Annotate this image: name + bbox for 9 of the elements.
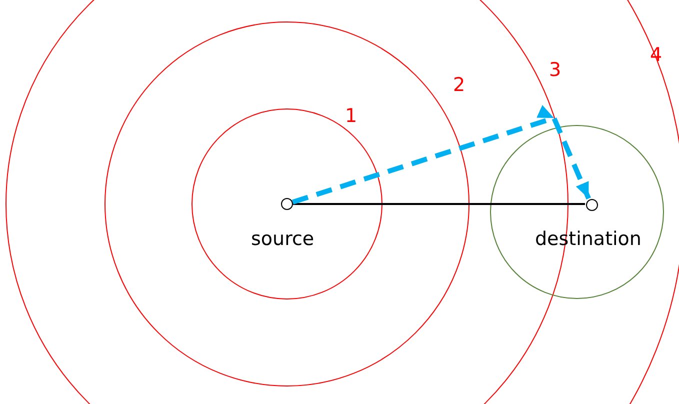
source-point	[281, 198, 293, 210]
ring-number: 1	[345, 105, 358, 127]
connector-line	[293, 203, 585, 205]
ring-number: 2	[453, 74, 466, 96]
arrow	[292, 105, 591, 205]
coverage-circle	[490, 125, 664, 299]
ring-number: 3	[549, 59, 562, 81]
destination-point	[586, 199, 598, 211]
point-label: source	[251, 228, 314, 250]
